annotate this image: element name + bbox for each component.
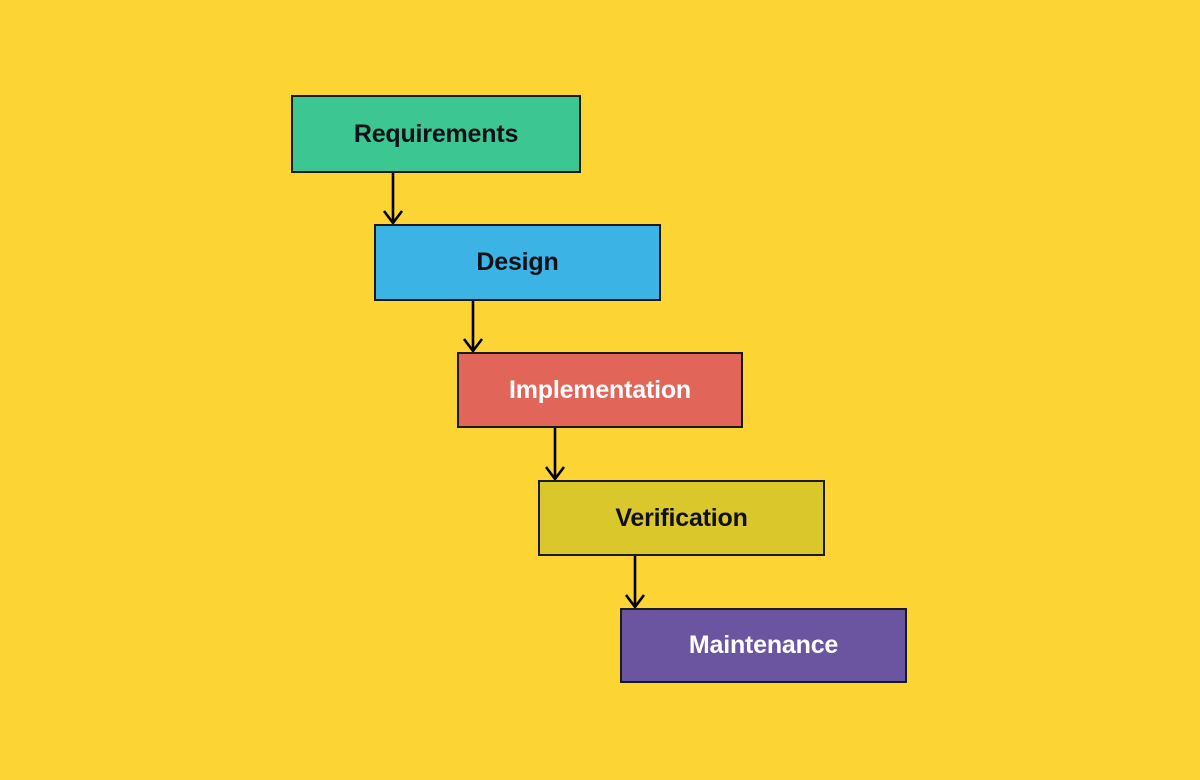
arrowhead-icon [462,338,484,354]
stage-box-design[interactable]: Design [374,224,661,301]
stage-box-verification[interactable]: Verification [538,480,825,556]
connector-design-to-implementation [462,301,484,354]
arrowhead-icon [624,594,646,610]
stage-box-requirements[interactable]: Requirements [291,95,581,173]
stage-label-maintenance: Maintenance [688,631,839,659]
stage-box-implementation[interactable]: Implementation [457,352,743,428]
arrowhead-icon [382,210,404,226]
connector-verification-to-maintenance [624,556,646,610]
stage-label-requirements: Requirements [353,119,519,148]
arrowhead-icon [544,466,566,482]
stage-box-maintenance[interactable]: Maintenance [620,608,907,683]
stage-label-design: Design [476,248,559,276]
connector-implementation-to-verification [544,428,566,482]
stage-label-verification: Verification [615,503,748,532]
stage-label-implementation: Implementation [509,375,691,404]
connector-requirements-to-design [382,173,404,226]
